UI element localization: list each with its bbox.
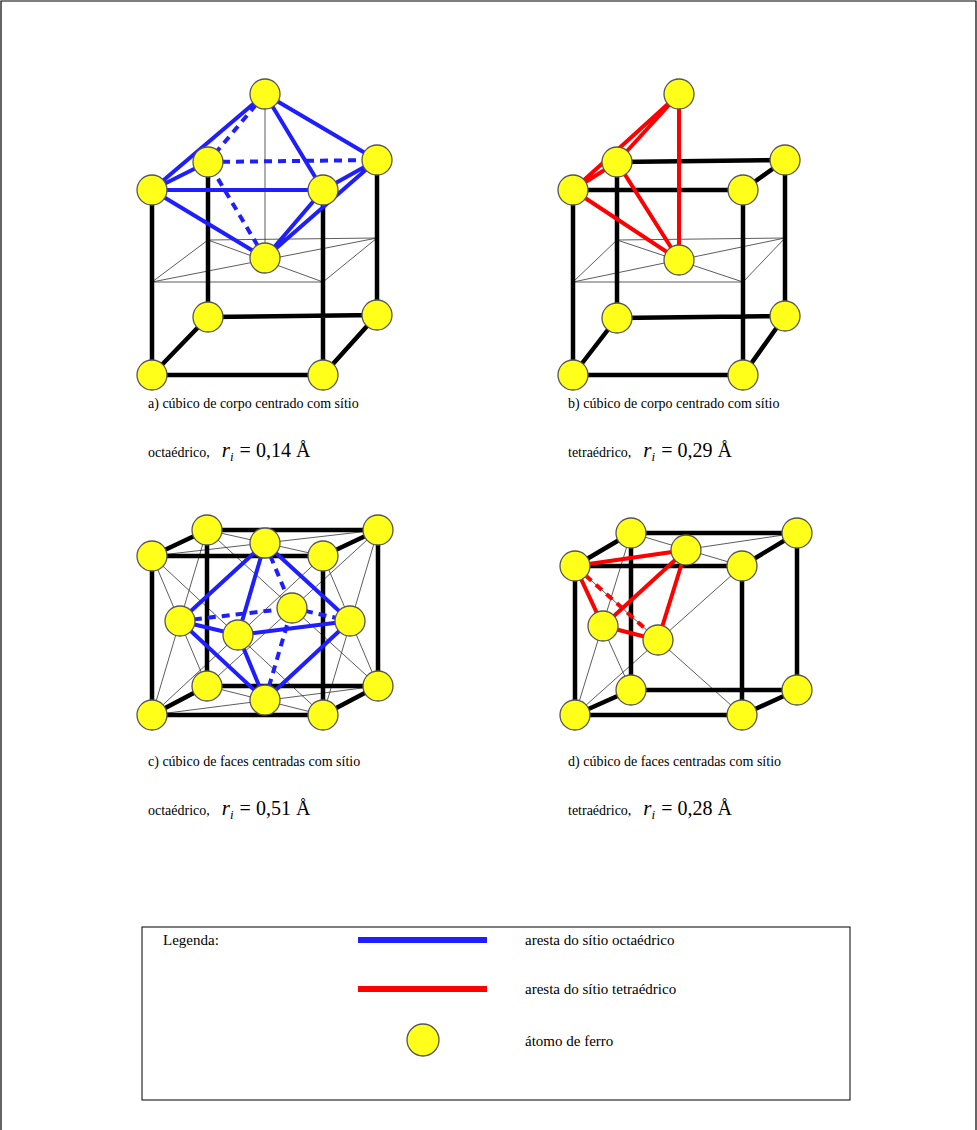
fcc-tetrahedral-figure [560, 518, 812, 730]
legend-text: aresta do sítio octaédrico [525, 932, 675, 949]
figure-caption: b) cúbico de corpo centrado com sítio te… [568, 380, 858, 480]
radius-subscript: i [652, 807, 656, 822]
radius-symbol: r [222, 438, 230, 462]
iron-atom [250, 685, 280, 715]
iron-atom [727, 700, 757, 730]
iron-atom [363, 671, 393, 701]
iron-atom [362, 145, 392, 175]
tetrahedral-edges [573, 94, 679, 260]
iron-atom [250, 528, 280, 558]
iron-atom [193, 302, 223, 332]
iron-atom [277, 593, 307, 623]
iron-atom [727, 551, 757, 581]
radius-value: = 0,29 Å [661, 439, 732, 461]
bcc-octahedral-figure [137, 79, 392, 390]
iron-atom [664, 79, 694, 109]
legend-frame [142, 927, 850, 1100]
iron-atom [165, 606, 195, 636]
radius-subscript: i [230, 449, 234, 464]
radius-subscript: i [652, 449, 656, 464]
guide-lines [152, 94, 377, 282]
radius-symbol: r [643, 438, 651, 462]
tetrahedral-edges [575, 550, 686, 640]
legend-text: átomo de ferro [525, 1033, 613, 1050]
iron-atom [193, 147, 223, 177]
radius-symbol: r [643, 796, 651, 820]
iron-atom [137, 360, 167, 390]
iron-atom [308, 175, 338, 205]
iron-atom [616, 675, 646, 705]
iron-atom [558, 175, 588, 205]
octahedral-edges [152, 94, 377, 258]
iron-atom [137, 700, 167, 730]
radius-subscript: i [230, 807, 234, 822]
radius-value: = 0,14 Å [240, 439, 311, 461]
iron-atom [137, 175, 167, 205]
tetrahedral-hidden-edge [575, 566, 658, 640]
fcc-octahedral-figure [137, 515, 393, 730]
iron-atom [192, 515, 222, 545]
iron-atom [308, 360, 338, 390]
radius-value: = 0,28 Å [661, 797, 732, 819]
radius-value: = 0,51 Å [240, 797, 311, 819]
iron-atom [250, 243, 280, 273]
iron-atom [308, 700, 338, 730]
figure-caption: c) cúbico de faces centradas com sítio o… [148, 738, 438, 838]
iron-atom [588, 611, 618, 641]
iron-atom [671, 535, 701, 565]
guide-lines [573, 238, 785, 282]
legend-atom-sample [407, 1024, 439, 1056]
iron-atom [192, 671, 222, 701]
iron-atom [770, 145, 800, 175]
iron-atom [770, 301, 800, 331]
figure-caption: d) cúbico de faces centradas com sítio t… [568, 738, 858, 838]
cube-edges [575, 533, 797, 715]
iron-atom [223, 620, 253, 650]
figure-caption: a) cúbico de corpo centrado com sítio oc… [148, 380, 438, 480]
iron-atom [616, 518, 646, 548]
iron-atom [643, 625, 673, 655]
iron-atom [728, 175, 758, 205]
iron-atom [363, 515, 393, 545]
iron-atom [782, 518, 812, 548]
face-diagonals [575, 533, 797, 715]
iron-atom [308, 541, 338, 571]
legend-swatch [358, 937, 487, 943]
iron-atom [558, 360, 588, 390]
iron-atom [560, 700, 590, 730]
legend-text: aresta do sítio tetraédrico [525, 981, 676, 998]
iron-atom [250, 79, 280, 109]
radius-symbol: r [222, 796, 230, 820]
iron-atom [335, 606, 365, 636]
iron-atom [602, 147, 632, 177]
iron-atom [560, 551, 590, 581]
octahedral-hidden-edges [208, 94, 377, 258]
cube-edges [152, 160, 377, 375]
iron-atom [602, 303, 632, 333]
iron-atom [664, 245, 694, 275]
legend-swatch [358, 986, 487, 992]
iron-atom [362, 300, 392, 330]
bcc-tetrahedral-figure [558, 79, 800, 390]
iron-atom [782, 675, 812, 705]
iron-atom [728, 360, 758, 390]
iron-atom [137, 541, 167, 571]
legend-heading: Legenda: [163, 932, 219, 949]
